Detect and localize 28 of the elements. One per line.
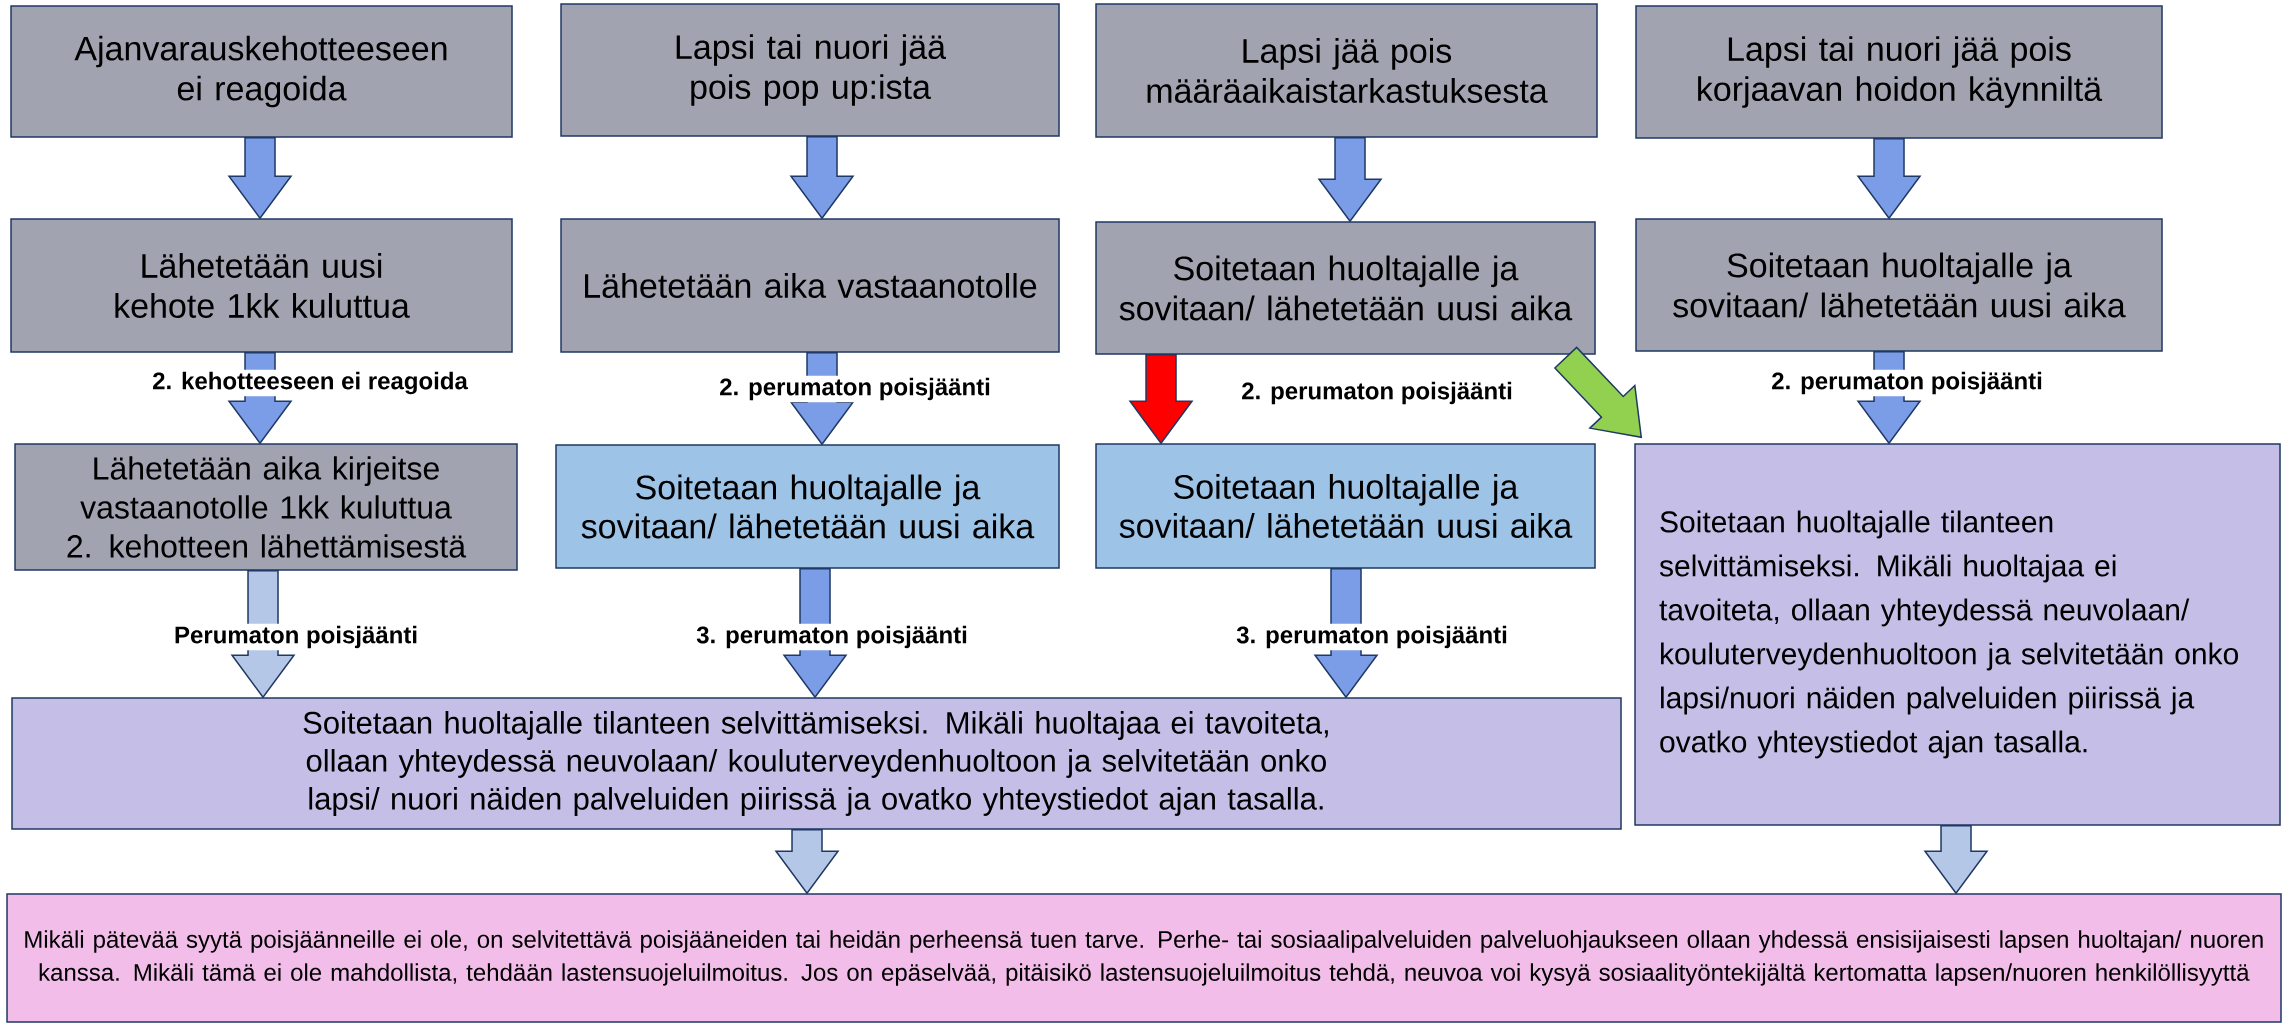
block-arrow [774,829,840,895]
process-box: Soitetaan huoltajalle ja sovitaan/ lähetetään uusi aika [1635,218,2163,352]
edge-label: 3. perumaton poisjäänti [694,623,970,651]
edge-label: 3. perumaton poisjäänti [1234,623,1510,651]
process-box: Soitetaan huoltajalle tilanteen selvittämiseksi. Mikäli huoltajaa ei tavoiteta, ollaan yhteydessä neuvolaan/ kouluterveydenhuoltoon ja selvitetään onko lapsi/nuori näiden palveluiden piirissä ja ovatko yhteystiedot ajan tasalla. [1634,443,2281,826]
block-arrow [1923,825,1989,895]
process-box: Lähetetään aika kirjeitse vastaanotolle 1kk kuluttua 2. kehotteen lähettämisestä [14,443,518,571]
block-arrow [227,137,293,220]
edge-label: 2. perumaton poisjäänti [1769,369,2045,397]
block-arrow [1317,137,1383,223]
process-box: Ajanvarauskehotteeseen ei reagoida [10,5,513,138]
edge-label: 2. kehotteeseen ei reagoida [150,369,470,397]
process-box: Soitetaan huoltajalle ja sovitaan/ lähetetään uusi aika [1095,443,1596,569]
process-box: Soitetaan huoltajalle ja sovitaan/ lähetetään uusi aika [1095,221,1596,355]
block-arrow [1128,354,1194,445]
edge-label: 2. perumaton poisjäänti [717,375,993,403]
process-box: Lapsi tai nuori jää pois korjaavan hoidon käynniltä [1635,5,2163,139]
process-box: Soitetaan huoltajalle ja sovitaan/ lähetetään uusi aika [555,444,1060,569]
edge-label: 2. perumaton poisjäänti [1239,379,1515,407]
edge-label: Perumaton poisjäänti [172,623,421,651]
block-arrow [789,136,855,220]
process-box: Lähetetään uusi kehote 1kk kuluttua [10,218,513,353]
process-box: Lapsi tai nuori jää pois pop up:ista [560,3,1060,137]
process-box: Lähetetään aika vastaanotolle [560,218,1060,353]
process-box: Lapsi jää pois määräaikaistarkastuksesta [1095,3,1598,138]
process-box: Mikäli pätevää syytä poisjäänneille ei ole, on selvitettävä poisjääneiden tai heidän perheensä tuen tarve. Perhe- tai sosiaalipalveluiden palveluohjaukseen ollaan yhdessä ensisijaisesti lapsen huoltajan/ nuoren kanssa. Mikäli tämä ei ole mahdollista, tehdään lastensuojeluilmoitus. Jos on epäselvää, pitäisikö lastensuojeluilmoitus tehdä, neuvoa voi kysyä sosiaalityöntekijältä kertomatta lapsen/nuoren henkilöllisyyttä [6,893,2282,1023]
process-box: Soitetaan huoltajalle tilanteen selvittämiseksi. Mikäli huoltajaa ei tavoiteta, ollaan yhteydessä neuvolaan/ kouluterveydenhuoltoon ja selvitetään onko lapsi/ nuori näiden palveluiden piirissä ja ovatko yhteystiedot ajan tasalla. [11,697,1622,830]
block-arrow [1856,138,1922,220]
